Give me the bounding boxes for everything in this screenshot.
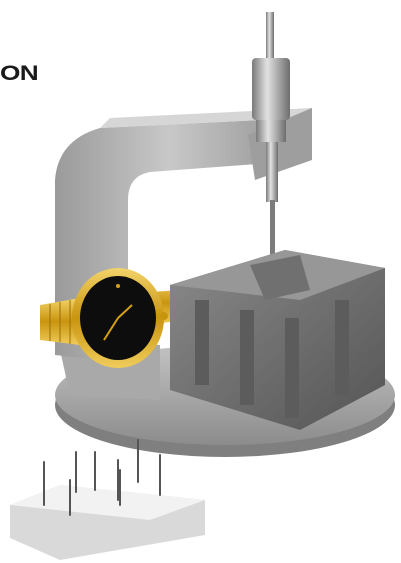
brand-logo-text: ON [0, 62, 39, 85]
strap-holder-block [170, 250, 385, 430]
pin-set [43, 439, 161, 516]
pin-pusher-block [10, 439, 205, 560]
press-spindle [252, 12, 290, 260]
wristwatch [72, 268, 168, 368]
